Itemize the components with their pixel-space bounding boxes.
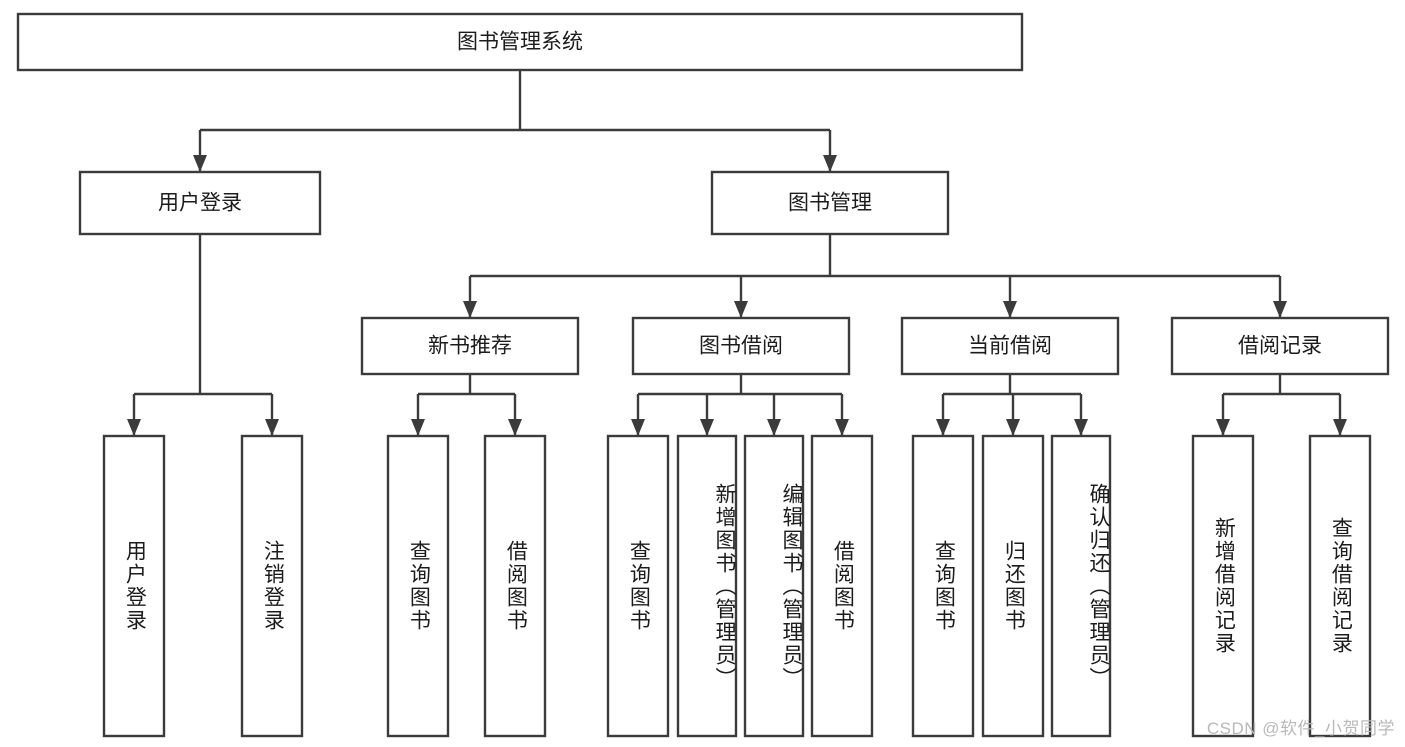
node-label-user-login: 用户登录 [158,192,242,215]
edge-bookborrow-to-leaves [631,374,849,436]
edge-currentborrow-to-leaves [936,374,1088,436]
edge-bookmgmt-to-level2-arrow-0 [463,301,477,318]
node-label-book-borrow: 图书借阅 [699,335,783,358]
node-box-new-book-recommend[interactable] [360,316,580,376]
node-box-leaf-user-login[interactable] [102,434,166,738]
edge-root-to-level1-arrow-1 [823,155,837,172]
node-box-leaf-add-book[interactable] [676,434,738,738]
node-label-borrow-record: 借阅记录 [1238,335,1322,358]
edge-root-to-level1 [193,70,837,172]
node-box-leaf-borrow-book-1[interactable] [483,434,547,738]
edge-bookmgmt-to-level2 [463,234,1287,318]
edge-bookmgmt-to-level2-arrow-2 [1003,301,1017,318]
node-box-leaf-edit-book[interactable] [743,434,805,738]
node-box-leaf-query-book-2[interactable] [606,434,670,738]
edge-root-to-level1-arrow-0 [193,155,207,172]
node-box-leaf-add-record[interactable] [1191,434,1255,738]
node-box-book-borrow[interactable] [631,316,851,376]
edge-userlogin-to-leaves-arrow-0 [127,419,141,436]
node-box-leaf-query-book-3[interactable] [911,434,975,738]
node-box-leaf-query-book-1[interactable] [386,434,450,738]
node-box-leaf-logout[interactable] [240,434,304,738]
watermark: CSDN @软件_小贺同学 [1206,719,1395,738]
edge-userlogin-to-leaves-arrow-1 [265,419,279,436]
edge-currentborrow-to-leaves-arrow-1 [1006,419,1020,436]
edge-currentborrow-to-leaves-arrow-0 [936,419,950,436]
edge-newbook-to-leaves [411,374,522,436]
node-label-book-management: 图书管理 [788,192,872,215]
node-box-borrow-record[interactable] [1170,316,1390,376]
edge-borrowrecord-to-leaves-arrow-0 [1216,419,1230,436]
node-box-leaf-borrow-book-2[interactable] [810,434,874,738]
boxes-layer [16,12,1390,738]
edge-bookborrow-to-leaves-arrow-2 [767,419,781,436]
edge-borrowrecord-to-leaves-arrow-1 [1333,419,1347,436]
node-box-leaf-confirm-return[interactable] [1050,434,1112,738]
edge-bookborrow-to-leaves-arrow-1 [700,419,714,436]
node-box-book-management[interactable] [710,170,950,236]
node-label-root: 图书管理系统 [457,31,583,54]
node-box-leaf-query-record[interactable] [1308,434,1372,738]
edge-currentborrow-to-leaves-arrow-2 [1074,419,1088,436]
edge-bookborrow-to-leaves-arrow-0 [631,419,645,436]
edge-newbook-to-leaves-arrow-1 [508,419,522,436]
edge-borrowrecord-to-leaves [1216,374,1347,436]
edge-userlogin-to-leaves [127,234,279,436]
node-box-current-borrow[interactable] [900,316,1120,376]
node-box-leaf-return-book[interactable] [981,434,1045,738]
edge-bookborrow-to-leaves-arrow-3 [835,419,849,436]
node-label-current-borrow: 当前借阅 [968,335,1052,358]
node-label-new-book-recommend: 新书推荐 [428,335,512,358]
edges-layer [127,70,1347,436]
edge-bookmgmt-to-level2-arrow-3 [1273,301,1287,318]
edge-bookmgmt-to-level2-arrow-1 [734,301,748,318]
edge-newbook-to-leaves-arrow-0 [411,419,425,436]
node-box-root[interactable] [16,12,1024,72]
node-box-user-login[interactable] [78,170,322,236]
